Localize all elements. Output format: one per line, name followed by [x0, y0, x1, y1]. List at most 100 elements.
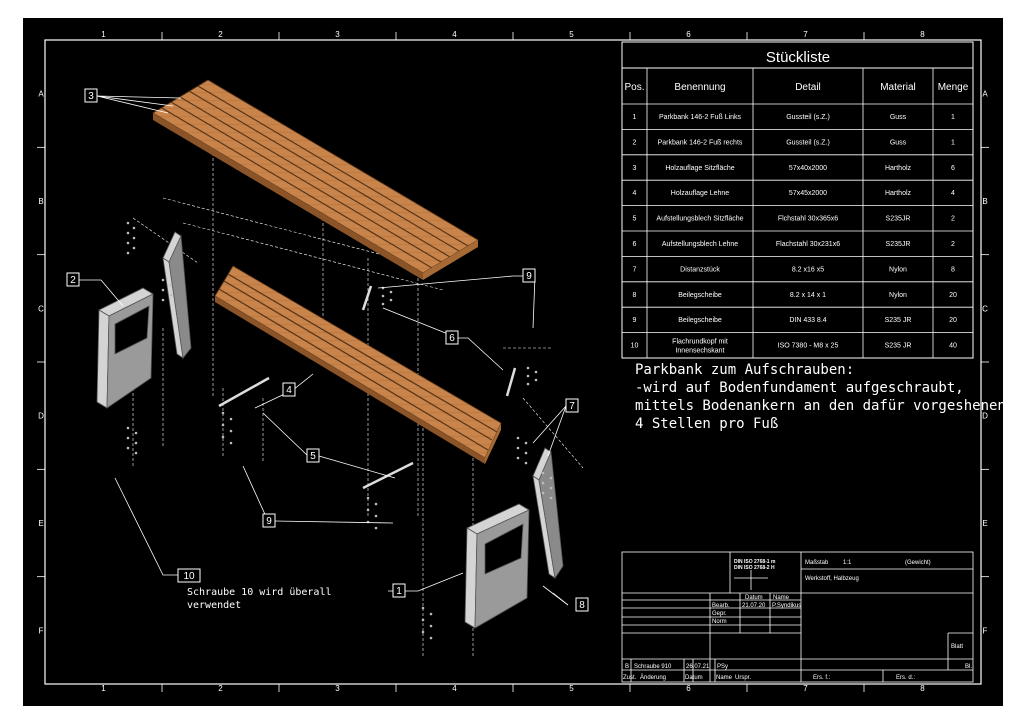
parts-cell: S235 JR	[885, 317, 912, 324]
callout-9-upper: 9	[522, 268, 536, 283]
fastener-dot	[429, 636, 433, 640]
fastener-dot	[526, 382, 530, 386]
svg-text:9: 9	[266, 516, 272, 527]
name-label: Name	[773, 595, 790, 601]
callout-6: 6	[445, 330, 459, 345]
fastener-dot	[549, 486, 553, 490]
parts-cell: 1	[633, 114, 637, 121]
svg-text:7: 7	[569, 401, 575, 412]
callout-1: 1	[392, 583, 406, 598]
parts-cell: 3	[633, 165, 637, 172]
column-label-top: 5	[569, 30, 574, 39]
parts-cell: Beilegscheibe	[678, 292, 722, 299]
fastener-dot	[381, 294, 385, 298]
bench-foot-left	[464, 447, 564, 629]
parts-header: Benennung	[674, 82, 725, 93]
fastener-dot	[516, 446, 520, 450]
row-label-right: D	[982, 412, 988, 421]
column-label-bottom: 1	[101, 684, 106, 693]
parts-cell: S235JR	[886, 241, 911, 248]
parts-cell: 1	[951, 114, 955, 121]
datum2-label: Datum	[685, 675, 703, 681]
screw-note-line-2: verwendet	[187, 600, 241, 611]
parts-cell: 2	[951, 241, 955, 248]
fastener-dot	[549, 496, 553, 500]
parts-list-title: Stückliste	[766, 49, 830, 66]
aenderung-label: Änderung	[640, 674, 666, 681]
fastener-dot	[229, 417, 233, 421]
seat-support-plates	[218, 376, 414, 490]
note-line-2: -wird auf Bodenfundament aufgeschraubt,	[635, 380, 964, 396]
fastener-dot	[161, 288, 165, 292]
fastener-dot	[126, 446, 130, 450]
fastener-dot	[374, 514, 378, 518]
row-label-left: D	[38, 412, 44, 421]
parts-cell: S235 JR	[885, 343, 912, 350]
scale-label: Maßstab	[805, 560, 829, 566]
fastener-dot	[366, 496, 370, 500]
parts-cell: Flachstahl 30x231x6	[776, 241, 840, 248]
rev-text: Schraube 910	[634, 664, 672, 670]
fastener-dot	[524, 441, 528, 445]
row-label-left: E	[38, 519, 43, 528]
fastener-dot	[134, 441, 138, 445]
column-label-bottom: 6	[686, 684, 691, 693]
fastener-dot	[541, 471, 545, 475]
fastener-dot	[541, 481, 545, 485]
gepr-label: Gepr.	[712, 611, 727, 617]
bearb-label: Bearb.	[712, 603, 730, 609]
back-boards	[214, 265, 502, 464]
parts-cell: 6	[951, 165, 955, 172]
fastener-dot	[389, 298, 393, 302]
note-line-3: mittels Bodenankern an den dafür vorgesh…	[635, 398, 1003, 414]
callout-labels: 3 2 4 5 9 6 9 7 8 1 10 Schraube 10 wird …	[66, 88, 589, 612]
row-label-right: E	[982, 519, 987, 528]
parts-cell: Gussteil (s.Z.)	[786, 139, 830, 146]
fastener-dot	[516, 456, 520, 460]
parts-cell: 8.2 x 14 x 1	[790, 292, 826, 299]
column-label-bottom: 7	[803, 684, 808, 693]
rev-name: PSy	[717, 664, 728, 670]
column-label-top: 6	[686, 30, 691, 39]
fastener-dot	[526, 366, 530, 370]
row-label-right: C	[982, 304, 988, 313]
parts-header: Material	[880, 82, 916, 93]
parts-cell: Flchstahl 30x365x6	[778, 216, 838, 223]
parts-cell: 2	[951, 216, 955, 223]
fastener-dot	[126, 426, 130, 430]
fastener-dot	[549, 476, 553, 480]
fastener-dot	[541, 491, 545, 495]
parts-header: Pos.	[624, 82, 644, 93]
svg-text:10: 10	[183, 571, 195, 582]
svg-text:9: 9	[526, 271, 532, 282]
svg-text:4: 4	[286, 385, 292, 396]
title-block-text: DIN ISO 2768-1 m DIN ISO 2768-2 H Maßsta…	[623, 559, 972, 681]
ers-f-label: Ers. f.:	[813, 675, 831, 681]
back-support-plates	[361, 285, 517, 397]
fastener-dot	[429, 612, 433, 616]
fastener-dot	[229, 429, 233, 433]
callout-4: 4	[282, 382, 296, 397]
callout-3: 3	[84, 88, 98, 103]
material-label: Werkstoff, Halbzeug	[805, 576, 859, 582]
svg-text:1: 1	[396, 586, 402, 597]
fastener-dot	[374, 502, 378, 506]
parts-cell: Nylon	[889, 292, 907, 299]
tolerance-2: DIN ISO 2768-2 H	[734, 565, 775, 571]
name2-label: Name	[716, 675, 733, 681]
fastener-dot	[169, 293, 173, 297]
bl-label: Bl.	[965, 664, 972, 670]
parts-cell: 1	[951, 139, 955, 146]
svg-text:2: 2	[70, 275, 76, 286]
column-label-bottom: 5	[569, 684, 574, 693]
parts-cell: Nylon	[889, 266, 907, 273]
column-label-bottom: 4	[452, 684, 457, 693]
fastener-dot	[126, 251, 130, 255]
callout-2: 2	[66, 272, 80, 287]
parts-cell: 8	[951, 266, 955, 273]
parts-cell: 10	[631, 343, 639, 350]
